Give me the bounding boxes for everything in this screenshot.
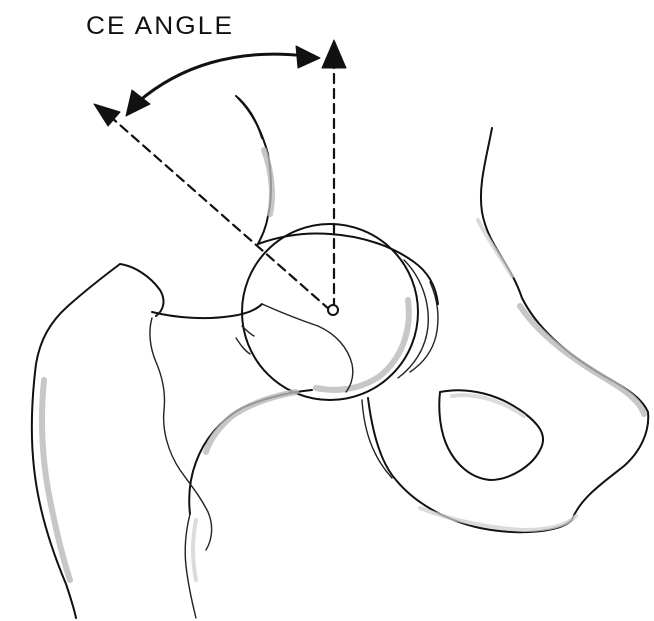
obturator-foramen <box>439 390 543 480</box>
femur-outer-shading <box>42 380 70 580</box>
greater-trochanter-top <box>120 264 163 316</box>
ilium-back-edge <box>236 96 262 138</box>
pelvis-upper-shading <box>478 220 512 276</box>
head-neck-junction <box>262 304 353 392</box>
femoral-head-center-point <box>328 305 338 315</box>
ce-angle-arc <box>138 54 306 102</box>
ilium-shading <box>264 150 272 214</box>
femoral-neck-upper <box>152 304 262 318</box>
ce-angle-arc-right-arrowhead <box>296 46 320 68</box>
vertical-line-arrowhead <box>322 40 346 68</box>
ce-angle-construction <box>94 40 346 315</box>
center-edge-line <box>112 118 330 310</box>
femoral-neck-shading <box>206 392 296 452</box>
iliac-notch <box>410 282 438 372</box>
femur <box>32 264 353 618</box>
pelvis-lower-shading <box>420 508 576 530</box>
intertrochanteric-line <box>150 318 212 550</box>
ce-angle-label: CE ANGLE <box>86 12 234 41</box>
lesser-trochanter-shading <box>193 520 196 580</box>
